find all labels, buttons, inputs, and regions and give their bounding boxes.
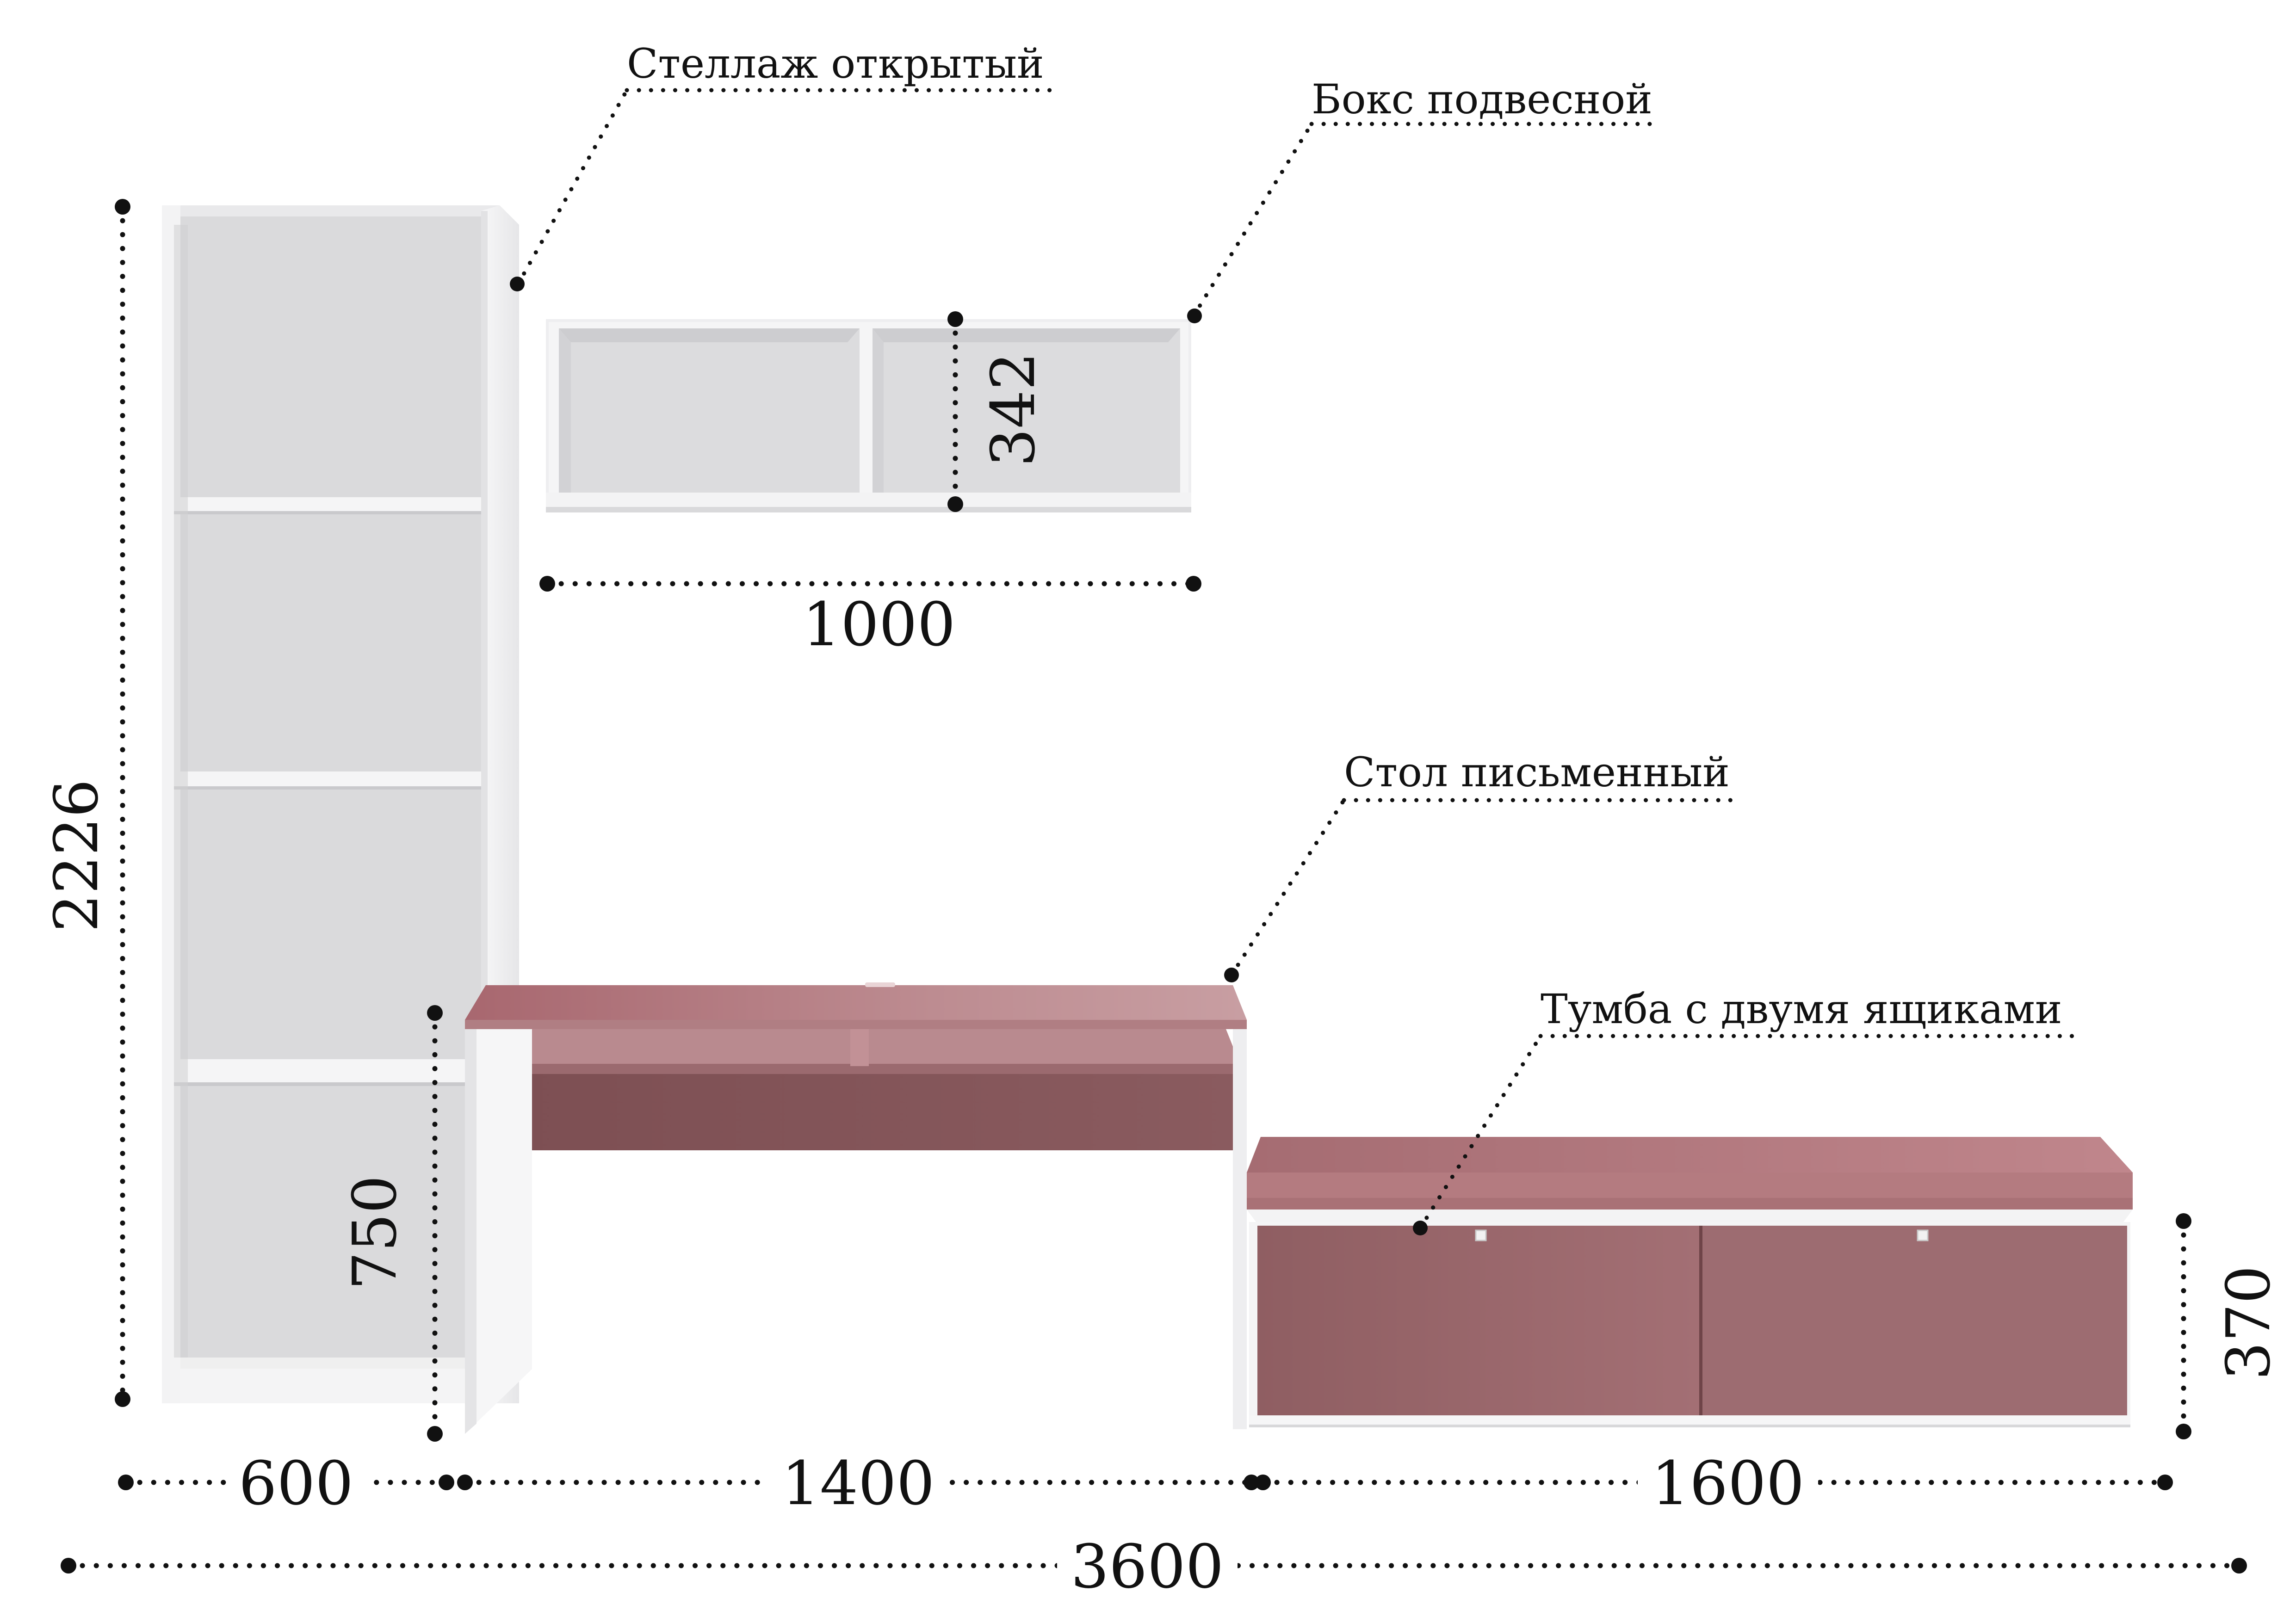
- cabinet-drawer-left: [1257, 1226, 1699, 1415]
- box-label: Бокс подвесной: [1312, 75, 1652, 123]
- shelf-bottom: [180, 1358, 481, 1369]
- shelf-label: Стеллаж открытый: [627, 40, 1044, 87]
- box-height-label: 342: [978, 352, 1048, 467]
- box-compartment-left: [559, 328, 860, 493]
- open-shelf: [162, 205, 519, 1403]
- desk-inner-shelf: [518, 1029, 1240, 1064]
- cabinet-drawer-right: [1702, 1226, 2127, 1415]
- shelf-board-2: [180, 771, 481, 786]
- dimensions: 2226 342 1000 750 370 600 1400: [41, 199, 2284, 1602]
- cabinet-width-label: 1600: [1652, 1448, 1805, 1518]
- shelf-leader-line: [516, 88, 629, 286]
- desk-width-label: 1400: [782, 1448, 935, 1518]
- shelf-interior: [174, 216, 484, 1383]
- desk-modesty-panel: [525, 1074, 1238, 1150]
- drawer-handle-right: [1917, 1229, 1929, 1241]
- two-drawer-cabinet: [1247, 1137, 2133, 1427]
- shelf-board-3: [180, 1059, 481, 1082]
- box-leader-line: [1191, 122, 1314, 318]
- box-width-label: 1000: [803, 589, 956, 660]
- desk-left-leg: [465, 1029, 532, 1434]
- box-compartment-right: [873, 328, 1180, 493]
- desk-label: Стол письменный: [1344, 748, 1730, 796]
- hanging-box: [546, 319, 1191, 512]
- callouts: Стеллаж открытый Бокс подвесной Стол пис…: [510, 40, 2075, 1235]
- total-width-label: 3600: [1071, 1531, 1224, 1602]
- desk-leader-line: [1229, 798, 1346, 977]
- cabinet-leader-line: [1418, 1034, 1543, 1230]
- shelf-width-label: 600: [239, 1448, 353, 1518]
- desk-height-label: 750: [340, 1175, 410, 1290]
- cabinet-top: [1247, 1137, 2133, 1173]
- desk-top: [465, 985, 1247, 1020]
- writing-desk: [465, 982, 1247, 1434]
- cabinet-height-label: 370: [2213, 1265, 2284, 1380]
- desk-right-leg: [1233, 1029, 1247, 1429]
- shelf-height-label: 2226: [41, 779, 111, 932]
- drawer-handle-left: [1475, 1229, 1487, 1241]
- shelf-board-1: [180, 497, 481, 511]
- desk-divider: [850, 1029, 869, 1066]
- cabinet-label: Тумба с двумя ящиками: [1541, 985, 2062, 1033]
